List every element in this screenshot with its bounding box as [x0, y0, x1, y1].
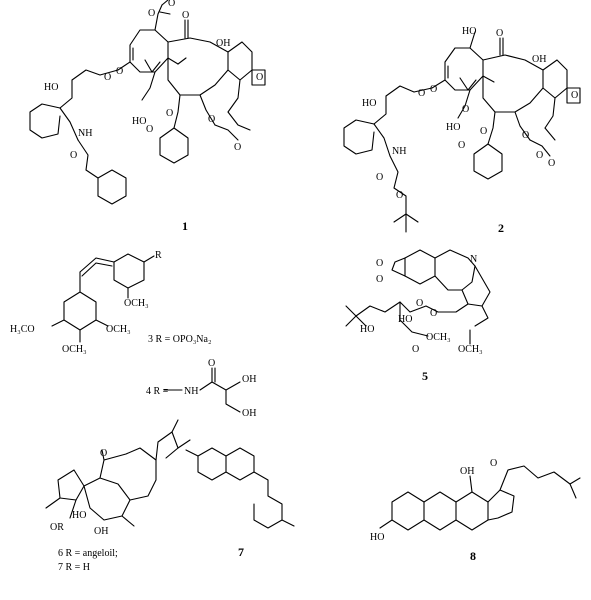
c6-label: OR — [50, 522, 64, 533]
c9-label: OH — [460, 466, 474, 477]
c9-label: O — [490, 458, 497, 469]
c5-label: HO — [398, 314, 412, 325]
c2-label: NH — [392, 146, 406, 157]
c5-label: OCH₃ — [458, 344, 483, 355]
c1-label: O — [166, 108, 173, 119]
c3-label: OCH₃ — [62, 344, 87, 355]
compound-9: HO O OH 8 — [370, 458, 581, 563]
c5-label: O — [376, 258, 383, 269]
compound-number-8: 7 — [238, 545, 244, 559]
c2-label: O — [458, 140, 465, 151]
c3-label: R — [155, 250, 162, 261]
c1-label: O — [70, 150, 77, 161]
c6-label: O — [100, 448, 107, 459]
c2-label: O — [462, 104, 469, 115]
c2-label: O — [571, 90, 578, 101]
c5-label: OCH₃ — [426, 332, 451, 343]
c1-label: O — [168, 0, 175, 9]
c1-label: NH — [78, 128, 92, 139]
c2-label: HO — [362, 98, 376, 109]
c2-label: O — [396, 190, 403, 201]
compound-2: HO O OH HO O O NH O O HO O O O O O O O 2 — [343, 26, 581, 235]
c1-label: O — [234, 142, 241, 153]
c1-label: HO — [44, 82, 58, 93]
c1-label: O — [104, 72, 111, 83]
c5-label: O — [376, 274, 383, 285]
c3-label: H₃CO — [10, 324, 35, 335]
c2-label: O — [418, 88, 425, 99]
c2-label: O — [496, 28, 503, 39]
c2-label: OH — [532, 54, 546, 65]
c4-r-text: 4 R = — [146, 386, 169, 397]
c6-r-text: 6 R = angeloil; — [58, 548, 118, 559]
compound-5: O O N HO O O HO O OCH₃ OCH₃ 5 — [345, 249, 491, 383]
c2-label: O — [376, 172, 383, 183]
c1-label: O — [116, 66, 123, 77]
c4-label: NH — [184, 386, 198, 397]
c5-label: O — [416, 298, 423, 309]
c4-label: O — [208, 358, 215, 369]
compound-1: HO O O O NH O OH O HO O O O O O O 1 — [29, 0, 266, 233]
c1-label: O — [146, 124, 153, 135]
c2-label: O — [522, 130, 529, 141]
compound-number-5: 5 — [422, 369, 428, 383]
c5-label: N — [470, 254, 477, 265]
c2-label: O — [548, 158, 555, 169]
c4-label: OH — [242, 408, 256, 419]
c1-label: O — [148, 8, 155, 19]
c2-label: HO — [446, 122, 460, 133]
c5-label: O — [430, 308, 437, 319]
c1-label: O — [208, 114, 215, 125]
c5-label: HO — [360, 324, 374, 335]
c1-label: OH — [216, 38, 230, 49]
c3-label: OCH₃ — [106, 324, 131, 335]
c2-label: HO — [462, 26, 476, 37]
compound-3-4: R OCH₃ H₃CO OCH₃ OCH₃ 3 R = OPO₃Na₂ 4 R … — [10, 250, 256, 419]
c5-label: O — [412, 344, 419, 355]
compound-number-2: 2 — [498, 221, 504, 235]
compound-8: 7 — [185, 447, 295, 559]
compound-number-1: 1 — [182, 219, 188, 233]
c3-label: OCH₃ — [124, 298, 149, 309]
c6-label: HO — [72, 510, 86, 521]
c1-label: O — [256, 72, 263, 83]
c1-label: HO — [132, 116, 146, 127]
c7-r-text: 7 R = H — [58, 562, 90, 573]
c3-r-text: 3 R = OPO₃Na₂ — [148, 334, 211, 345]
c2-label: O — [430, 84, 437, 95]
c2-label: O — [480, 126, 487, 137]
compound-number-9: 8 — [470, 549, 476, 563]
compound-6-7: O OR HO OH 6 R = angeloil; 7 R = H — [45, 419, 191, 573]
c1-label: O — [182, 10, 189, 21]
c4-label: OH — [242, 374, 256, 385]
c2-label: O — [536, 150, 543, 161]
c6-label: OH — [94, 526, 108, 537]
c9-label: HO — [370, 532, 384, 543]
